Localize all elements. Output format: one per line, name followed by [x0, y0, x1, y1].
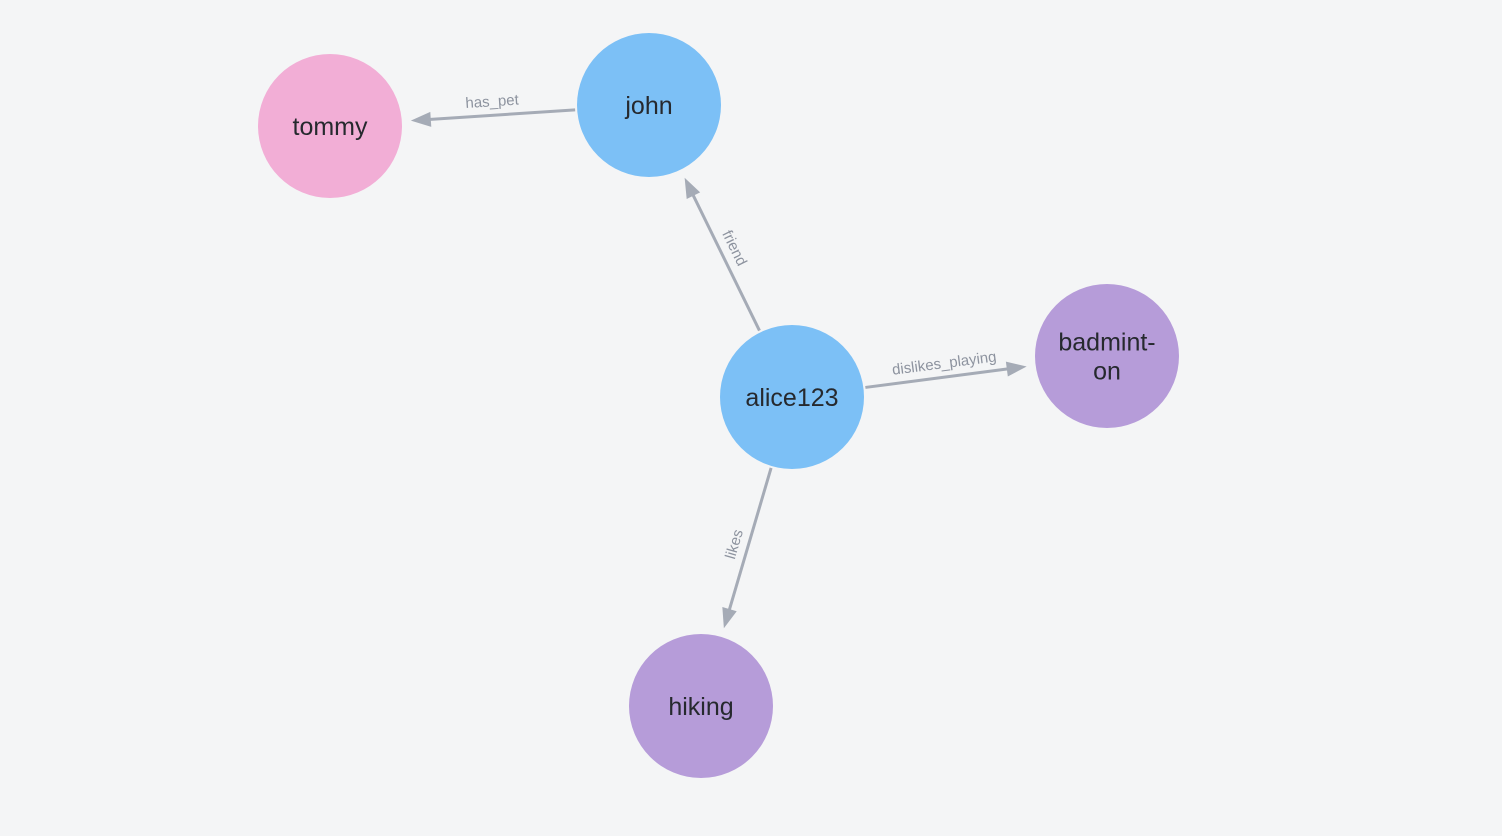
node-circle[interactable] [1035, 284, 1179, 428]
edge-arrowhead-icon[interactable] [722, 606, 737, 629]
edge-arrowhead-icon[interactable] [410, 111, 432, 127]
node-hiking[interactable]: hiking [629, 634, 773, 778]
edge-label: has_pet [465, 92, 520, 113]
edge-arrowhead-icon[interactable] [1005, 361, 1027, 377]
edge-alice123-badminton[interactable]: dislikes_playing [865, 348, 1027, 389]
node-john[interactable]: john [577, 33, 721, 177]
edge-label: dislikes_playing [891, 348, 997, 378]
edge-alice123-john[interactable]: friend [684, 177, 761, 332]
node-circle[interactable] [258, 54, 402, 198]
edge-line[interactable] [727, 467, 773, 612]
node-circle[interactable] [629, 634, 773, 778]
edge-label: friend [718, 228, 750, 269]
edge-line[interactable] [691, 193, 761, 332]
edge-line[interactable] [428, 108, 576, 121]
edge-arrowhead-icon[interactable] [684, 177, 701, 200]
node-alice123[interactable]: alice123 [720, 325, 864, 469]
node-tommy[interactable]: tommy [258, 54, 402, 198]
edge-line[interactable] [865, 367, 1010, 389]
edge-john-tommy[interactable]: has_pet [410, 92, 576, 127]
node-badminton[interactable]: badmint-on [1035, 284, 1179, 428]
edge-label: likes [722, 528, 747, 562]
edge-alice123-hiking[interactable]: likes [722, 467, 773, 629]
node-circle[interactable] [720, 325, 864, 469]
node-circle[interactable] [577, 33, 721, 177]
